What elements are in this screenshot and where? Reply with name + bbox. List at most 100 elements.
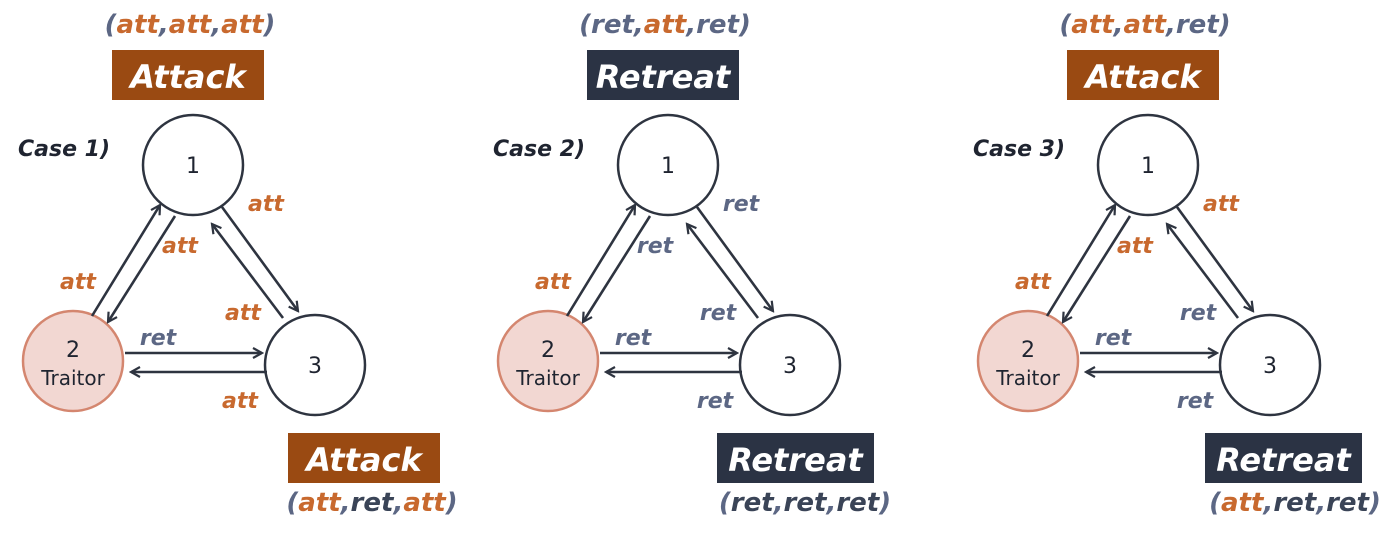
vector-value: att (221, 10, 265, 40)
decision-label-top: Retreat (596, 58, 732, 96)
node-3 (738, 313, 842, 417)
vector-punct: , (340, 488, 351, 518)
vector-punct: ) (1218, 10, 1231, 40)
vector-value: att (1124, 10, 1168, 40)
case-label: Case 2) (493, 137, 585, 162)
vector-punct: ( (1209, 488, 1222, 518)
node-2-label: 2 (541, 338, 555, 363)
edge-label: ret (615, 326, 653, 351)
top-vector: (ret,att,ret) (579, 10, 751, 40)
edge-label: att (222, 389, 259, 414)
edge-3-to-1 (687, 224, 760, 319)
node-1-label: 1 (1141, 154, 1155, 179)
edge-label: att (60, 270, 97, 295)
decision-box-bottom (288, 433, 440, 483)
vector-punct: , (210, 10, 221, 40)
edge-label: att (1117, 234, 1154, 259)
edge-label: att (248, 192, 285, 217)
vector-value: att (169, 10, 213, 40)
edge-label: att (535, 270, 572, 295)
edge-label: att (1203, 192, 1240, 217)
vector-punct: ( (286, 488, 299, 518)
vector-value: att (1071, 10, 1115, 40)
vector-punct: , (1165, 10, 1176, 40)
edge-3-to-1 (1167, 224, 1240, 319)
vector-punct: ( (719, 488, 732, 518)
node-1-label: 1 (186, 154, 200, 179)
node-3-label: 3 (1263, 354, 1277, 379)
decision-box-bottom (1205, 433, 1362, 483)
vector-punct: , (685, 10, 696, 40)
edge-label: ret (700, 301, 738, 326)
bottom-vector: (att,ret,att) (286, 488, 457, 518)
edge-label: ret (697, 389, 735, 414)
vector-punct: ( (579, 10, 592, 40)
vector-value: ret (696, 10, 740, 40)
vector-punct: ( (1059, 10, 1072, 40)
edge-1-to-3 (695, 206, 773, 311)
vector-punct: , (1262, 488, 1273, 518)
edge-label: ret (1095, 326, 1133, 351)
node-3-label: 3 (783, 354, 797, 379)
vector-value: ret (784, 488, 828, 518)
vector-value: ret (731, 488, 775, 518)
edge-1-to-2 (1063, 215, 1132, 322)
vector-punct: , (392, 488, 403, 518)
decision-box-top (587, 50, 739, 100)
vector-punct: ( (105, 10, 118, 40)
decision-label-bottom: Attack (303, 441, 423, 479)
vector-punct: ) (738, 10, 751, 40)
edge-label: att (162, 234, 199, 259)
node-2-label: 2 (66, 338, 80, 363)
traitor-label: Traitor (40, 366, 105, 390)
decision-box-bottom (717, 433, 874, 483)
vector-punct: , (1113, 10, 1124, 40)
node-1 (141, 113, 245, 217)
edge-label: ret (1180, 301, 1218, 326)
vector-punct: ) (263, 10, 276, 40)
vector-punct: , (825, 488, 836, 518)
edge-1-to-2 (583, 215, 652, 322)
node-3-label: 3 (308, 354, 322, 379)
vector-punct: ) (1368, 488, 1381, 518)
edge-label: att (225, 301, 262, 326)
vector-value: ret (591, 10, 635, 40)
node-1 (616, 113, 720, 217)
decision-label-bottom: Retreat (1216, 441, 1352, 479)
vector-punct: , (1315, 488, 1326, 518)
vector-value: att (403, 488, 447, 518)
vector-value: att (117, 10, 161, 40)
traitor-label: Traitor (995, 366, 1060, 390)
bottom-vector: (ret,ret,ret) (719, 488, 891, 518)
edge-label: ret (637, 234, 675, 259)
edge-label: att (1015, 270, 1052, 295)
edge-1-to-3 (220, 206, 298, 311)
vector-value: att (644, 10, 688, 40)
traitor-label: Traitor (515, 366, 580, 390)
decision-box-top (112, 50, 264, 100)
node-3 (263, 313, 367, 417)
vector-value: ret (1273, 488, 1317, 518)
edge-2-to-1 (565, 205, 635, 317)
edge-label: ret (140, 326, 178, 351)
top-vector: (att,att,ret) (1059, 10, 1230, 40)
node-1 (1096, 113, 1200, 217)
node-2-traitor (21, 309, 125, 413)
edge-label: ret (1177, 389, 1215, 414)
vector-value: att (298, 488, 342, 518)
node-2-label: 2 (1021, 338, 1035, 363)
edge-1-to-3 (1175, 206, 1253, 311)
vector-value: ret (1326, 488, 1370, 518)
case-label: Case 1) (18, 137, 110, 162)
node-3 (1218, 313, 1322, 417)
edge-label: ret (723, 192, 761, 217)
vector-value: ret (351, 488, 395, 518)
decision-label-top: Attack (1082, 58, 1202, 96)
case-label: Case 3) (973, 137, 1065, 162)
vector-punct: ) (878, 488, 891, 518)
node-2-traitor (976, 309, 1080, 413)
